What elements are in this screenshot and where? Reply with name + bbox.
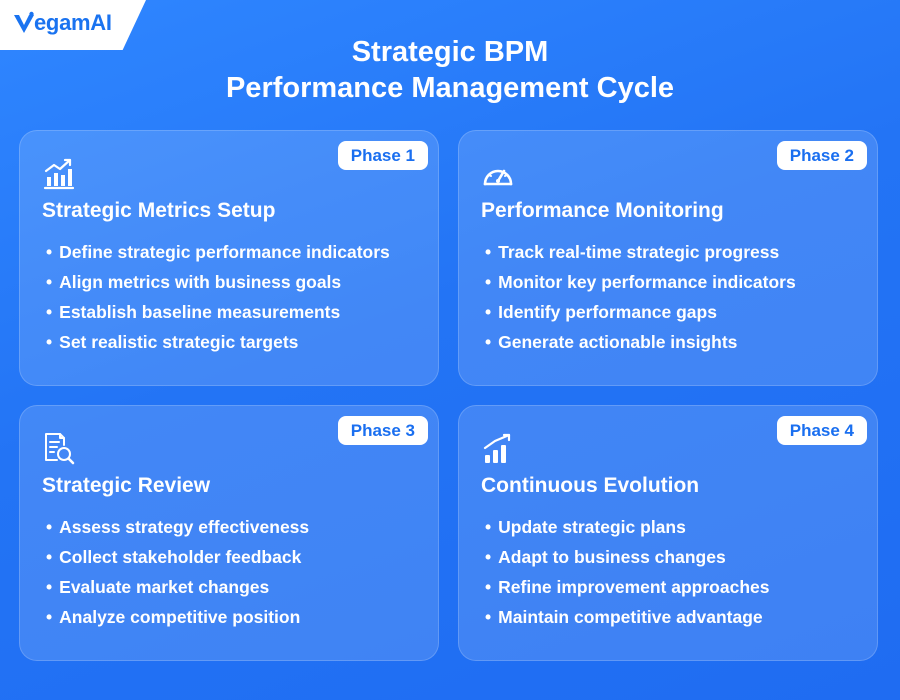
v-logo-icon	[14, 11, 34, 33]
phase-card-4: Phase 4 Continuous Evolution Update stra…	[458, 405, 878, 661]
phase-title: Continuous Evolution	[481, 474, 700, 497]
phase-title: Performance Monitoring	[481, 199, 724, 222]
phase-card-2: Phase 2 Performance Monitoring Track rea…	[458, 130, 878, 386]
title-line-1: Strategic BPM	[351, 36, 549, 68]
phase-badge: Phase 1	[337, 141, 428, 170]
list-item: Track real-time strategic progress	[485, 237, 796, 267]
logo-text: egam	[34, 10, 91, 35]
page-title: Strategic BPM Performance Management Cyc…	[0, 34, 900, 106]
phase-badge: Phase 4	[776, 416, 867, 445]
growth-chart-icon	[483, 433, 511, 463]
phase-badge: Phase 3	[337, 416, 428, 445]
list-item: Analyze competitive position	[46, 602, 309, 632]
list-item: Monitor key performance indicators	[485, 267, 796, 297]
list-item: Maintain competitive advantage	[485, 602, 769, 632]
list-item: Collect stakeholder feedback	[46, 542, 309, 572]
phase-badge: Phase 2	[776, 141, 867, 170]
list-item: Align metrics with business goals	[46, 267, 390, 297]
list-item: Adapt to business changes	[485, 542, 769, 572]
phase-items: Define strategic performance indicators …	[46, 237, 390, 357]
list-item: Evaluate market changes	[46, 572, 309, 602]
phase-title: Strategic Metrics Setup	[42, 199, 276, 222]
list-item: Update strategic plans	[485, 512, 769, 542]
phase-items: Update strategic plans Adapt to business…	[485, 512, 769, 632]
phase-items: Track real-time strategic progress Monit…	[485, 237, 796, 357]
document-search-icon	[45, 433, 75, 465]
speedometer-icon	[483, 169, 513, 186]
list-item: Identify performance gaps	[485, 297, 796, 327]
logo-text-ai: AI	[90, 10, 112, 35]
phase-title: Strategic Review	[42, 474, 211, 497]
title-line-2: Performance Management Cycle	[225, 72, 675, 104]
list-item: Set realistic strategic targets	[46, 327, 390, 357]
list-item: Define strategic performance indicators	[46, 237, 390, 267]
list-item: Generate actionable insights	[485, 327, 796, 357]
list-item: Establish baseline measurements	[46, 297, 390, 327]
bar-chart-growth-icon	[43, 158, 75, 190]
phase-items: Assess strategy effectiveness Collect st…	[46, 512, 309, 632]
list-item: Assess strategy effectiveness	[46, 512, 309, 542]
list-item: Refine improvement approaches	[485, 572, 769, 602]
phase-card-1: Phase 1 Strategic Metrics Setup Define s…	[19, 130, 439, 386]
phase-card-3: Phase 3 Strategic Review Assess strategy…	[19, 405, 439, 661]
